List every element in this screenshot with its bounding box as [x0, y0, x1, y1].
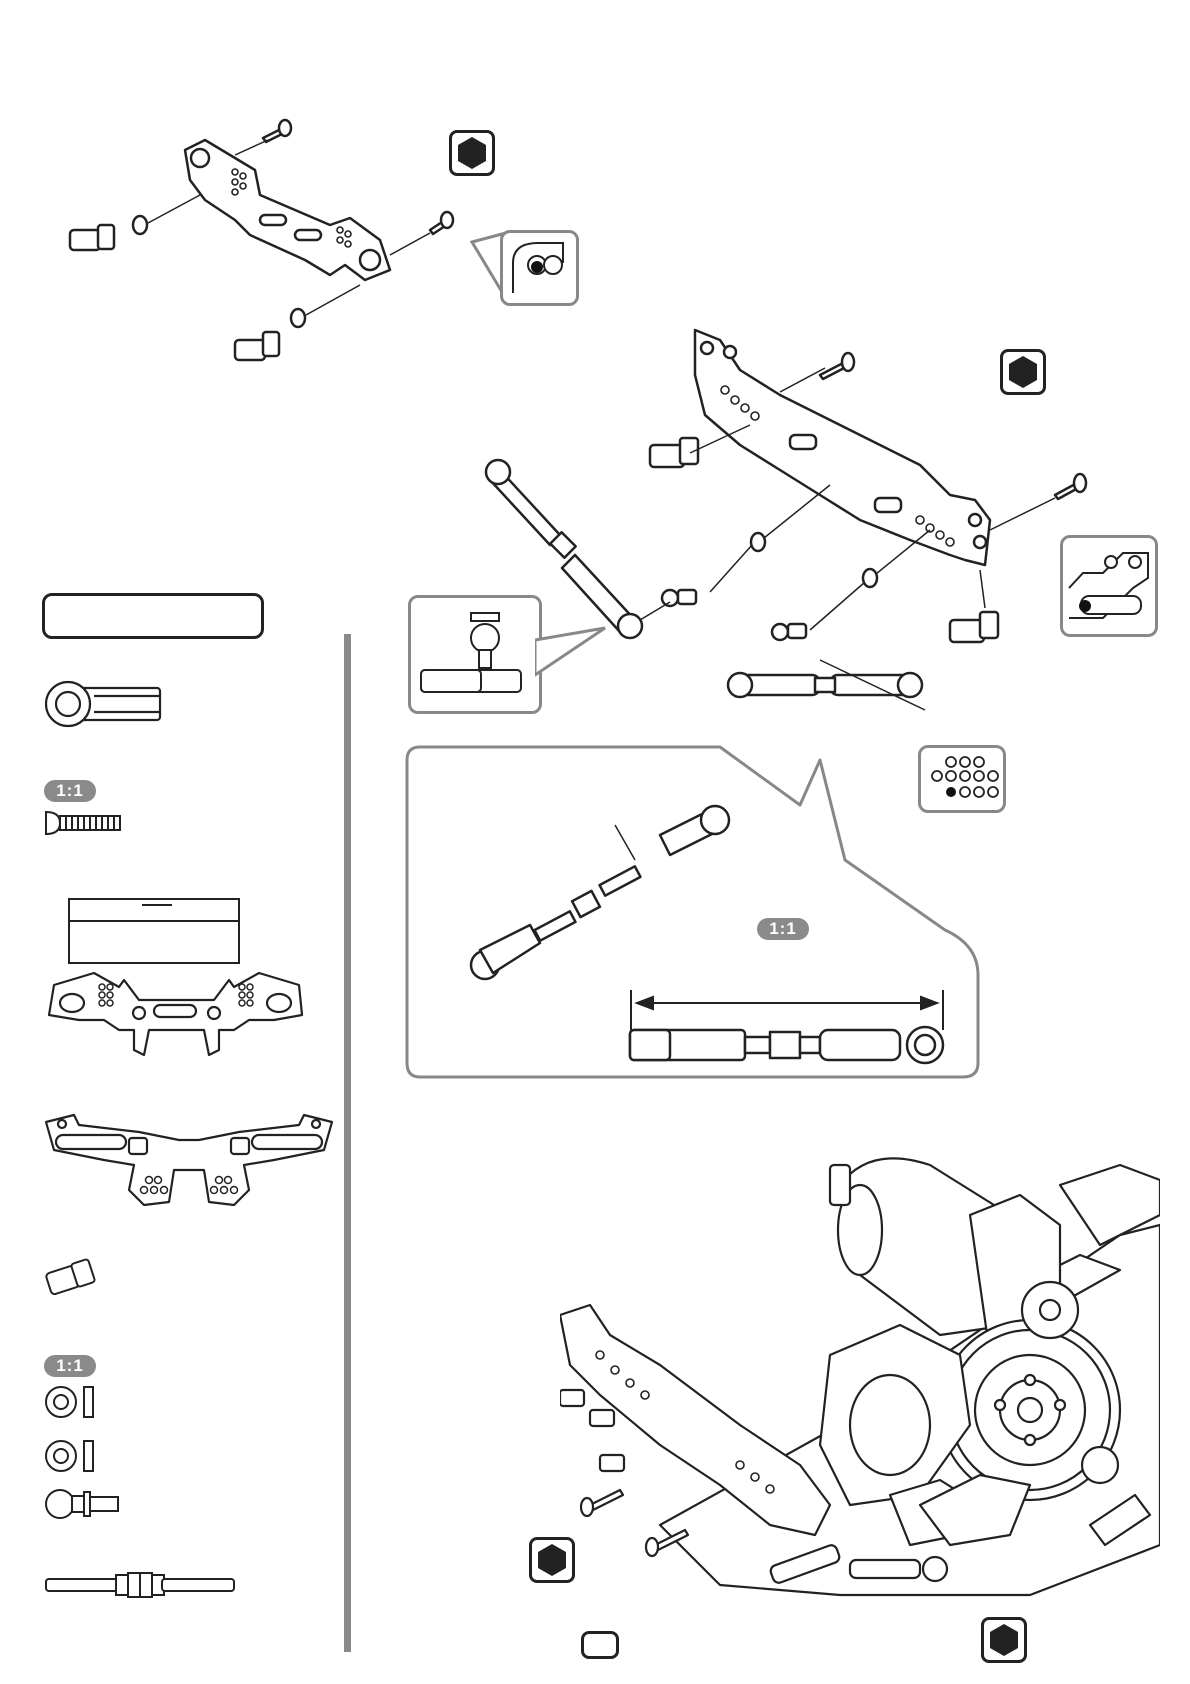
turnbuckle-detail-panel [405, 745, 985, 1080]
ball-end-callout [408, 595, 542, 714]
part-turnbuckle-rod [44, 1570, 236, 1600]
part-ball-stud [44, 1255, 104, 1299]
part-ball-end [44, 680, 164, 728]
parts-list-title-box [42, 593, 264, 639]
chassis-assembly-illustration [560, 1125, 1160, 1605]
part-rear-shock-tower [44, 1110, 334, 1210]
part-washer-large [44, 1383, 104, 1421]
scale-badge: 1:1 [44, 1355, 96, 1377]
part-label-box [68, 898, 240, 964]
hex-wrench-icon [449, 130, 495, 176]
scale-badge: 1:1 [757, 918, 809, 940]
front-shock-tower-assembly [60, 100, 460, 370]
label-dash [142, 904, 172, 906]
part-front-shock-tower [44, 965, 306, 1060]
hole-position-callout-front [500, 230, 579, 306]
part-button-head-screw [44, 808, 124, 838]
part-washer-small [44, 1437, 104, 1475]
part-ball-end-stud [44, 1484, 124, 1524]
hole-position-callout-rear [1060, 535, 1158, 637]
scale-badge: 1:1 [44, 780, 96, 802]
hex-wrench-icon [529, 1537, 575, 1583]
callout-pointer-ball-end [535, 620, 615, 690]
sidebar-divider [344, 634, 351, 1652]
hex-wrench-icon [981, 1617, 1027, 1663]
page-number-box [581, 1631, 619, 1659]
hex-wrench-icon [1000, 349, 1046, 395]
